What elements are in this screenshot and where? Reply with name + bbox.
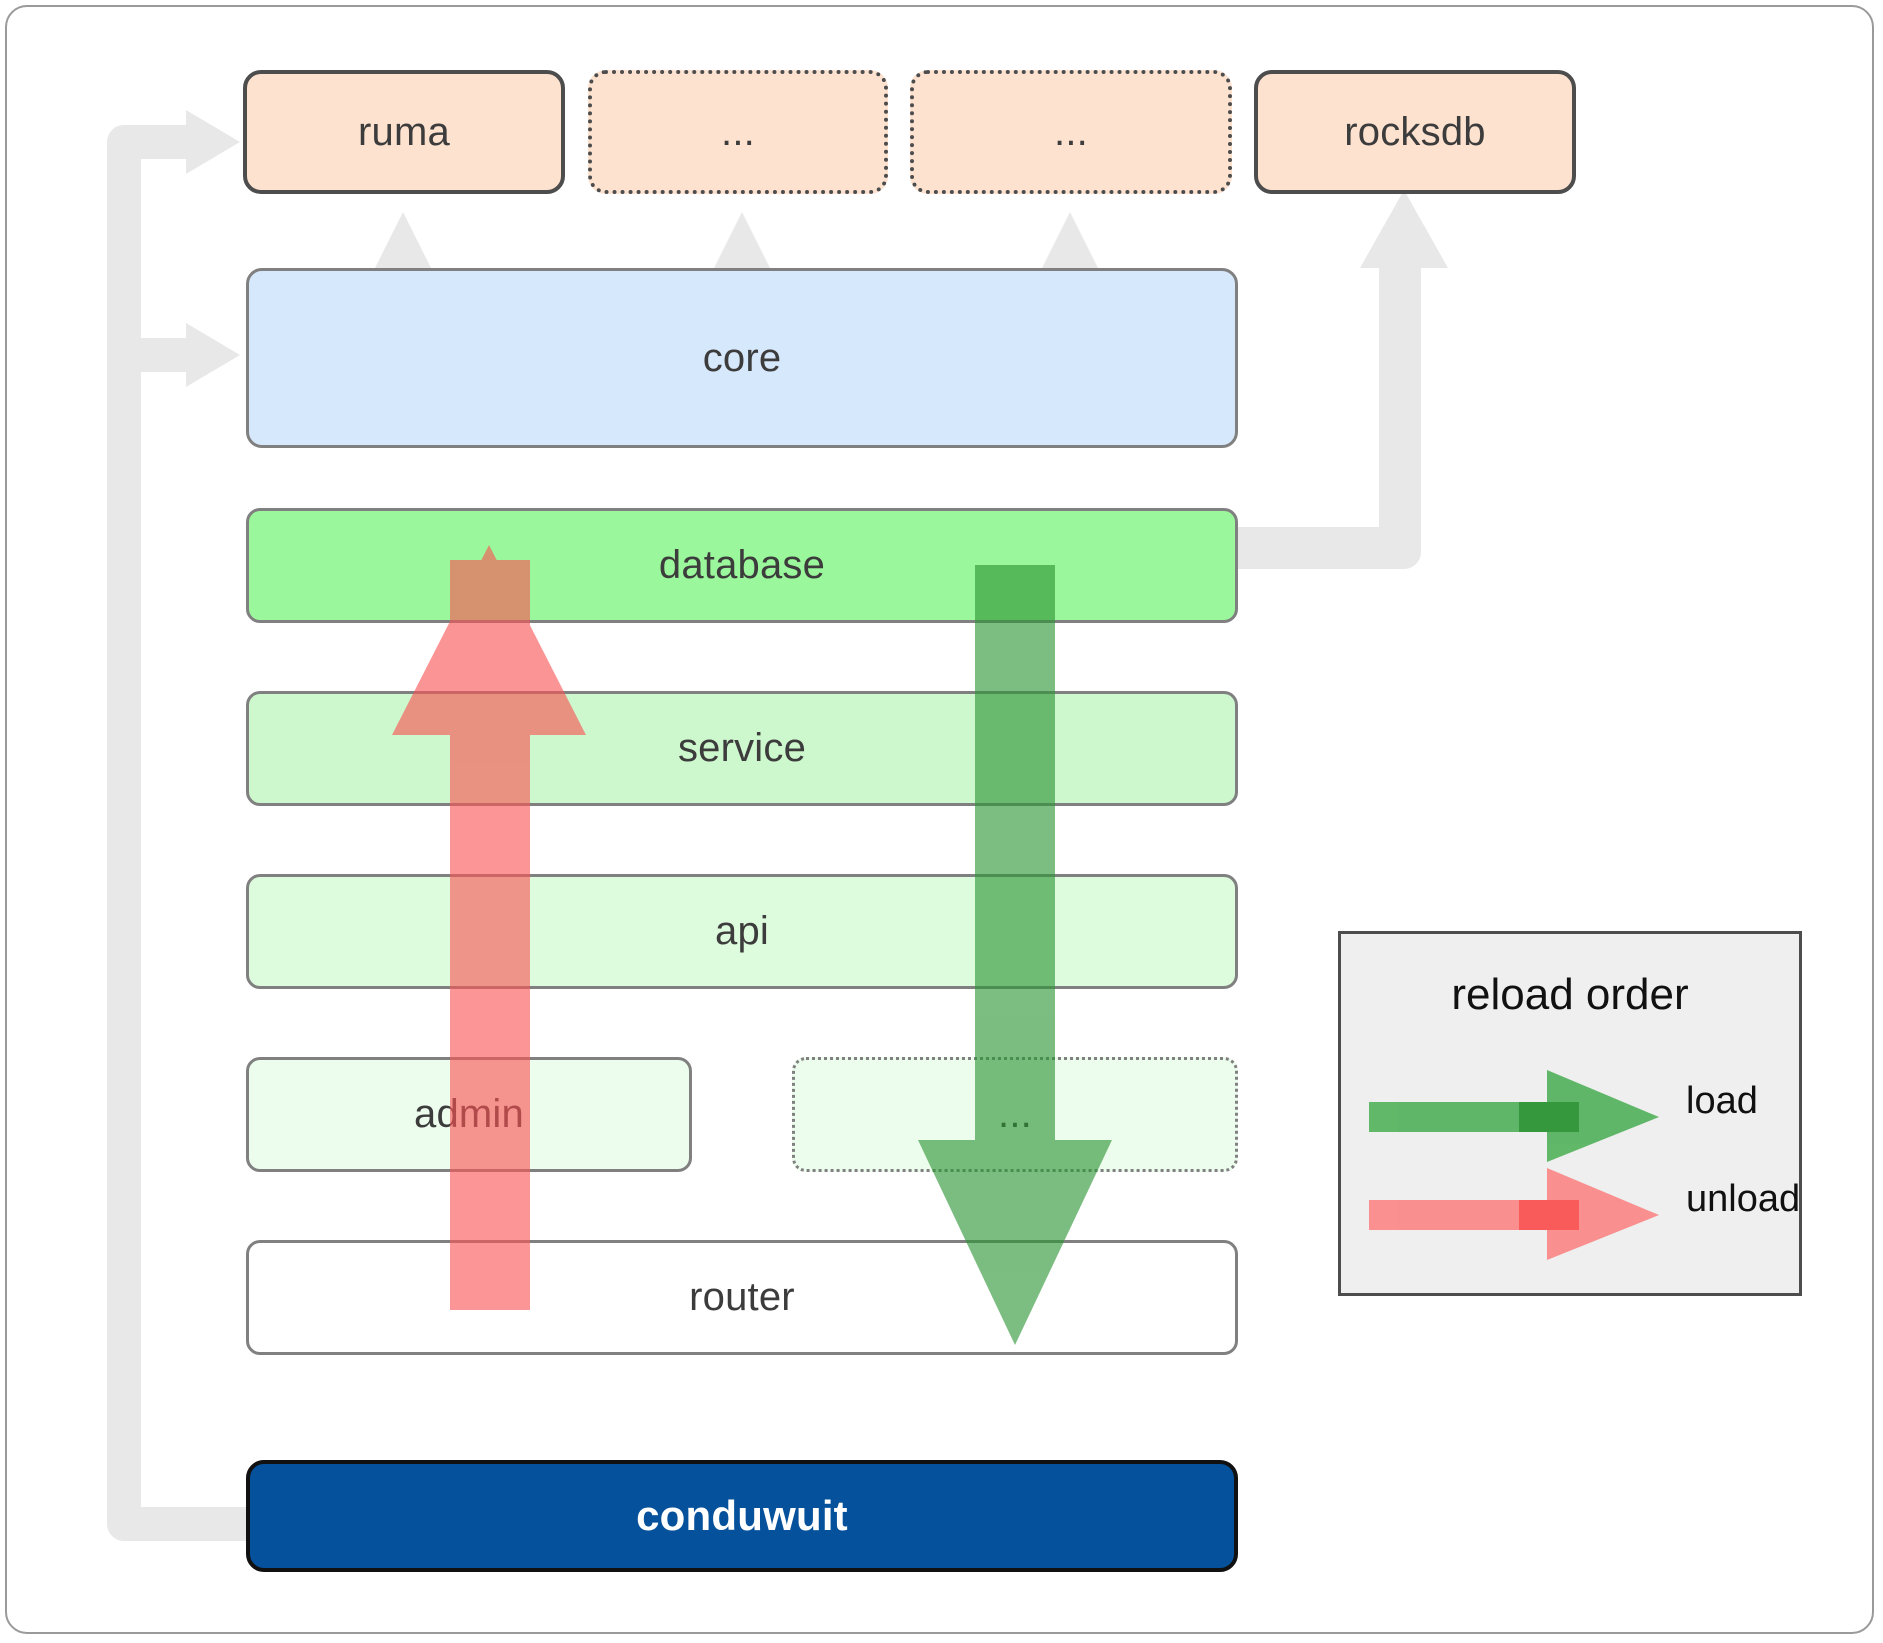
layer-node-api[interactable]: api [246, 874, 1238, 989]
layer-label-admin: admin [414, 1092, 524, 1136]
binary-label-conduwuit: conduwuit [636, 1492, 848, 1539]
layer-node-service[interactable]: service [246, 691, 1238, 806]
layer-label-api: api [715, 909, 769, 953]
crate-label-ruma: ruma [358, 109, 450, 154]
binary-node-conduwuit[interactable]: conduwuit [246, 1460, 1238, 1572]
layer-node-database[interactable]: database [246, 508, 1238, 623]
layer-label-admin-ellipsis: ... [998, 1092, 1032, 1136]
layer-node-core[interactable]: core [246, 268, 1238, 448]
crate-label-rocksdb: rocksdb [1344, 109, 1486, 154]
crate-label-ellipsis-2: ... [1054, 109, 1088, 154]
layer-node-router[interactable]: router [246, 1240, 1238, 1355]
crate-node-ellipsis-2[interactable]: ... [910, 70, 1232, 194]
legend-title: reload order [1451, 970, 1689, 1019]
legend-arrow-unload [1369, 1168, 1659, 1260]
diagram-frame [5, 5, 1874, 1634]
legend-arrow-load [1369, 1070, 1659, 1162]
layer-node-admin-ellipsis[interactable]: ... [792, 1057, 1238, 1172]
crate-node-ellipsis-1[interactable]: ... [588, 70, 888, 194]
layer-label-database: database [658, 543, 826, 587]
layer-node-admin[interactable]: admin [246, 1057, 692, 1172]
crate-label-ellipsis-1: ... [721, 109, 755, 154]
layer-label-router: router [689, 1275, 795, 1319]
crate-node-rocksdb[interactable]: rocksdb [1254, 70, 1576, 194]
legend-label-load: load [1686, 1080, 1758, 1122]
layer-label-service: service [677, 726, 807, 770]
layer-label-core: core [702, 335, 782, 380]
legend-label-unload: unload [1686, 1178, 1801, 1220]
legend-panel: reload order load unload [1338, 931, 1802, 1296]
crate-node-ruma[interactable]: ruma [243, 70, 565, 194]
